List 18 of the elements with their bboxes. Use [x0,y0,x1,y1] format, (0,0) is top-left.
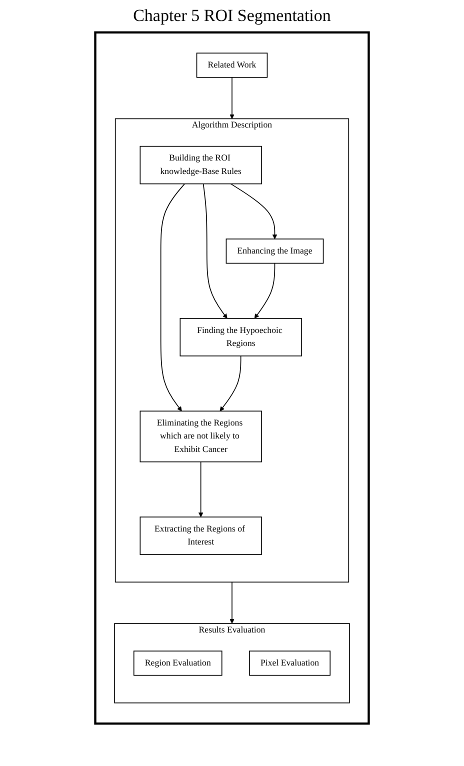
node-box: Building the ROI knowledge-Base Rules [140,146,262,184]
arrow [230,183,278,240]
cluster [94,31,370,725]
arrow [254,262,276,319]
arrow [230,76,234,119]
node-box: Pixel Evaluation [249,650,331,676]
node-box: Extracting the Regions of Interest [140,516,262,555]
node-box: Related Work [196,52,268,78]
arrow [220,356,242,412]
node-box: Finding the Hypoechoic Regions [180,318,302,356]
arrow [198,461,204,518]
node-box: Enhancing the Image [226,238,324,264]
node-box: Region Evaluation [133,650,222,676]
arrow [230,582,234,624]
arrow [160,183,186,412]
node-box: Eliminating the Regions which are not likely to Exhibit Cancer [140,410,262,462]
arrow [202,183,228,319]
diagram-title: Chapter 5 ROI Segmentation [132,5,332,27]
